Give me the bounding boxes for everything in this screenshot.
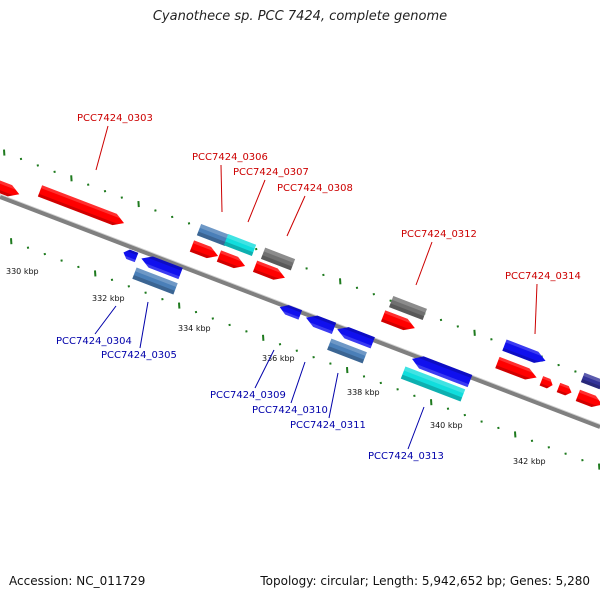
gene-arrow-d[interactable]	[380, 310, 417, 333]
gene-box-edge-dark[interactable]	[580, 372, 600, 390]
gene-label-pcc7424-0306[interactable]: PCC7424_0306	[192, 152, 268, 163]
tick-labels: 330 kbp 332 kbp 334 kbp 336 kbp 338 kbp 340 k…	[6, 267, 546, 466]
gene-arrow-b[interactable]	[216, 250, 247, 271]
gene-label-pcc7424-0307[interactable]: PCC7424_0307	[233, 167, 309, 178]
gene-box-0305[interactable]	[132, 267, 178, 295]
gene-arrow-0303[interactable]	[37, 185, 126, 228]
gene-label-pcc7424-0314[interactable]: PCC7424_0314	[505, 271, 581, 282]
gene-leader-line	[254, 349, 275, 389]
gene-box-0313[interactable]	[400, 366, 466, 402]
gene-leader-line	[328, 372, 339, 419]
gene-label-pcc7424-0304[interactable]: PCC7424_0304	[56, 336, 132, 347]
gene-arrow-f[interactable]	[539, 376, 555, 390]
tick-label: 342 kbp	[513, 457, 546, 466]
gene-box-0308[interactable]	[260, 247, 296, 271]
gene-label-pcc7424-0313[interactable]: PCC7424_0313	[368, 451, 444, 462]
gene-leader-line	[415, 241, 433, 286]
gene-leader-line	[407, 406, 425, 450]
gene-arrow-a[interactable]	[189, 240, 220, 261]
topology-text: Topology: circular; Length: 5,942,652 bp…	[260, 574, 590, 588]
tick-label: 334 kbp	[178, 324, 211, 333]
gene-arrow-0310[interactable]	[304, 312, 337, 334]
gene-leader-line	[534, 283, 538, 335]
gene-arrow-e[interactable]	[495, 356, 539, 383]
gene-label-pcc7424-0312[interactable]: PCC7424_0312	[401, 229, 477, 240]
tick-label: 332 kbp	[92, 294, 125, 303]
gene-label-pcc7424-0303[interactable]: PCC7424_0303	[77, 113, 153, 124]
tick-label: 338 kbp	[347, 388, 380, 397]
gene-arrow-0309[interactable]	[278, 302, 303, 320]
gene-leader-line	[286, 195, 306, 237]
gene-leader-line	[94, 305, 117, 335]
gene-label-pcc7424-0309[interactable]: PCC7424_0309	[210, 390, 286, 401]
gene-leader-line	[95, 125, 109, 171]
gene-arrow-0304[interactable]	[139, 253, 183, 280]
gene-arrow-0314[interactable]	[502, 339, 547, 367]
gene-label-pcc7424-0305[interactable]: PCC7424_0305	[101, 350, 177, 361]
gene-leader-line	[220, 164, 223, 213]
gene-arrow-rev-h[interactable]	[335, 324, 375, 349]
gene-box-0311[interactable]	[327, 338, 367, 364]
gene-arrow-c[interactable]	[252, 260, 287, 284]
gene-label-pcc7424-0308[interactable]: PCC7424_0308	[277, 183, 353, 194]
gene-arrow-rev-i[interactable]	[410, 353, 473, 388]
tick-label: 340 kbp	[430, 421, 463, 430]
map-title: Cyanothece sp. PCC 7424, complete genome	[152, 9, 448, 24]
gene-box-0307[interactable]	[223, 234, 257, 256]
gene-label-pcc7424-0310[interactable]: PCC7424_0310	[252, 405, 328, 416]
features	[0, 170, 600, 411]
gene-box-0312[interactable]	[389, 295, 427, 321]
gene-leader-line	[290, 361, 306, 404]
gene-leader-line	[139, 301, 149, 349]
gene-labels: PCC7424_0303PCC7424_0306PCC7424_0307PCC7…	[56, 113, 581, 462]
gene-arrow-rev-small[interactable]	[122, 248, 139, 263]
gene-leader-line	[247, 179, 266, 223]
accession-text: Accession: NC_011729	[9, 574, 146, 588]
tick-label: 330 kbp	[6, 267, 39, 276]
gene-box-0306[interactable]	[196, 224, 230, 246]
gene-arrow-edge[interactable]	[575, 389, 600, 411]
gene-arrow-left-edge[interactable]	[0, 170, 21, 200]
gene-arrow-g[interactable]	[556, 382, 574, 397]
tick-label: 336 kbp	[262, 354, 295, 363]
gene-label-pcc7424-0311[interactable]: PCC7424_0311	[290, 420, 366, 431]
